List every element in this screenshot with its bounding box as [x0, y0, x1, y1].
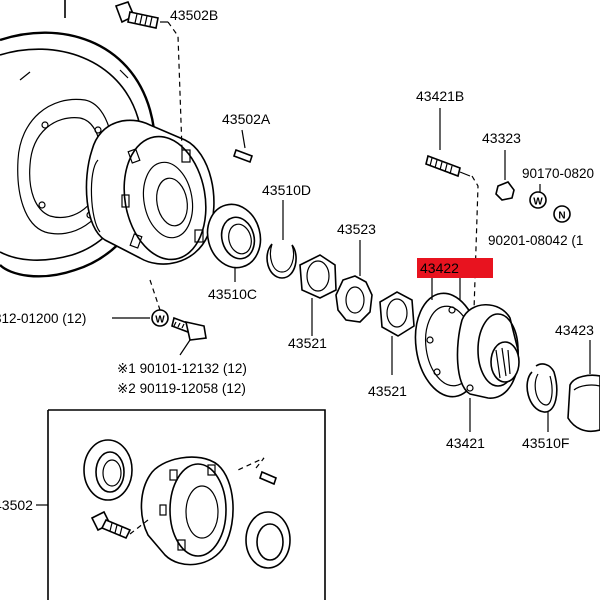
nut-43521-left	[299, 254, 337, 336]
bolt-43502b	[114, 1, 183, 151]
nut-43323	[495, 150, 515, 201]
washer-and-bolt-90101	[112, 309, 207, 356]
bearing-43510c	[206, 203, 262, 282]
label-312-01200: 312-01200 (12)	[0, 311, 86, 326]
label-43502: 43502	[0, 497, 33, 513]
lock-washer-43523	[335, 240, 373, 323]
label-43421b: 43421B	[416, 88, 464, 104]
snap-ring-43510d	[266, 200, 297, 279]
label-43510c: 43510C	[208, 286, 257, 302]
label-43422: 43422	[420, 260, 459, 276]
label-43510d: 43510D	[262, 182, 311, 198]
stud-bolt-43421b	[425, 108, 479, 311]
washer-marker-w1: W	[529, 191, 547, 209]
label-43502a: 43502A	[222, 111, 271, 127]
label-43423: 43423	[555, 322, 594, 338]
label-43323: 43323	[482, 130, 521, 146]
spec-line-2: ※2 90119-12058 (12)	[117, 381, 246, 396]
label-90170: 90170-0820	[522, 166, 594, 181]
nut-marker-n1: N	[553, 205, 571, 223]
highlight-43422	[417, 258, 493, 278]
label-90201: 90201-08042 (1	[488, 233, 583, 248]
spec-line-1: ※1 90101-12132 (12)	[117, 361, 247, 376]
axle-hub-43421	[414, 275, 520, 432]
label-43521-left: 43521	[288, 335, 327, 351]
hub-cap-43423	[567, 340, 600, 433]
washer-marker-w2: W	[155, 315, 165, 326]
nut-43521-right	[379, 291, 415, 375]
washer-marker-w2-letter: W	[155, 315, 165, 326]
label-43502b: 43502B	[170, 7, 218, 23]
label-43521-right: 43521	[368, 383, 407, 399]
label-43421: 43421	[446, 435, 485, 451]
washer-marker-w1-letter: W	[533, 197, 543, 208]
inset-box-43502	[36, 409, 326, 600]
pin-43502a	[232, 129, 254, 164]
snap-ring-43510f	[526, 363, 558, 432]
label-43510f: 43510F	[522, 435, 569, 451]
nut-marker-n1-letter: N	[558, 211, 565, 222]
upper-hub-flange	[85, 119, 215, 265]
label-43523: 43523	[337, 221, 376, 237]
